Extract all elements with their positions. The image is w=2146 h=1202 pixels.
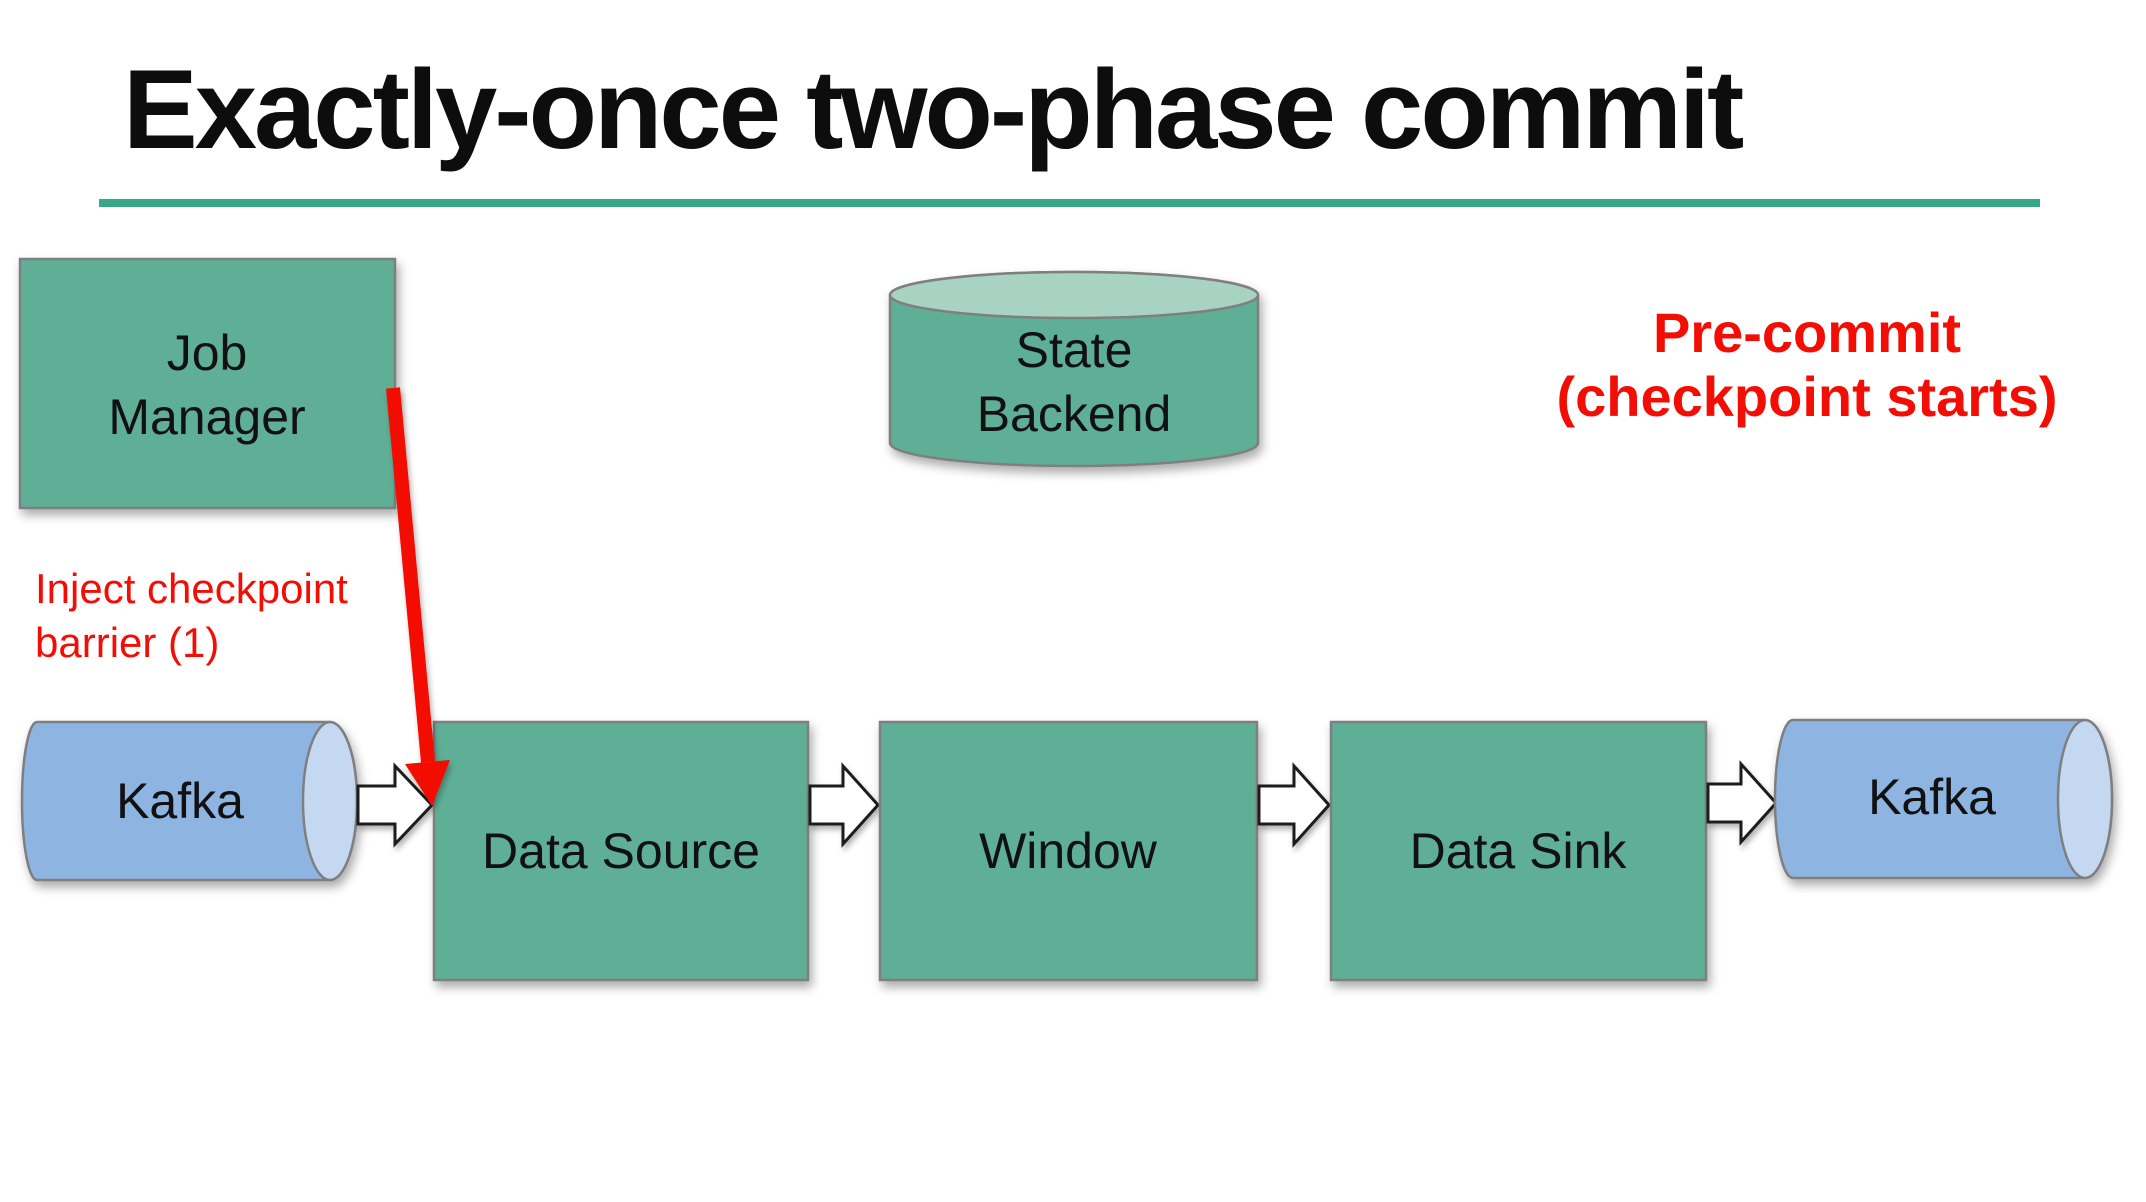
state-backend-label-line2: Backend — [977, 386, 1172, 442]
pre-commit-line2: (checkpoint starts) — [1557, 365, 2058, 428]
kafka-source-node — [20, 720, 359, 882]
flow-arrow-1-icon — [356, 762, 435, 848]
flow-arrow-4-icon — [1706, 760, 1779, 846]
job-manager-label-line2: Manager — [108, 389, 305, 445]
data-source-box — [432, 720, 810, 982]
data-sink-label: Data Sink — [1410, 823, 1628, 879]
inject-barrier-line2: barrier (1) — [35, 619, 219, 666]
data-source-node — [432, 720, 810, 982]
pre-commit-line1: Pre-commit — [1653, 301, 1961, 364]
checkpoint-barrier-arrow — [386, 387, 450, 806]
data-sink-node — [1329, 720, 1708, 982]
data-sink-box — [1329, 720, 1708, 982]
state-backend-node — [888, 270, 1260, 468]
kafka-source-label: Kafka — [116, 773, 244, 829]
window-label: Window — [979, 823, 1158, 879]
state-backend-cylinder-top — [888, 270, 1260, 320]
job-manager-node — [18, 257, 397, 510]
page-title: Exactly-once two-phase commit — [123, 47, 1743, 172]
window-node — [878, 720, 1259, 982]
pre-commit-annotation: Pre-commit (checkpoint starts) — [1557, 301, 2058, 428]
inject-barrier-annotation: Inject checkpoint barrier (1) — [35, 565, 348, 666]
kafka-sink-node — [1773, 718, 2114, 880]
window-box — [878, 720, 1259, 982]
state-backend-label-line1: State — [1016, 322, 1133, 378]
kafka-source-cylinder-cap — [301, 720, 359, 882]
checkpoint-barrier-arrowhead-icon — [405, 760, 450, 806]
kafka-sink-label: Kafka — [1868, 769, 1996, 825]
inject-barrier-line1: Inject checkpoint — [35, 565, 348, 612]
checkpoint-barrier-arrow-shaft — [386, 387, 435, 763]
kafka-sink-cylinder-cap — [2056, 718, 2114, 880]
data-source-label: Data Source — [482, 823, 760, 879]
title-underline — [99, 199, 2040, 207]
job-manager-label-line1: Job — [167, 325, 248, 381]
flow-arrow-2-icon — [808, 762, 881, 848]
job-manager-box — [18, 257, 397, 510]
flow-arrow-3-icon — [1257, 762, 1332, 848]
